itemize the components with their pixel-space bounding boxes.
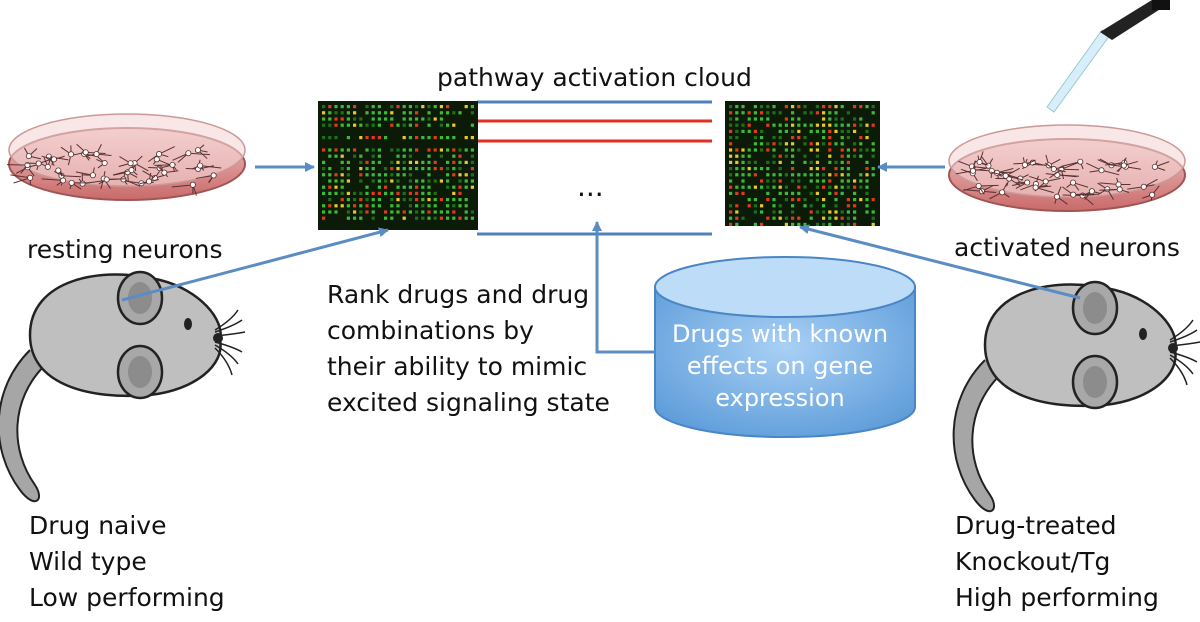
database-line: expression xyxy=(640,382,920,414)
left-mouse-line: Low performing xyxy=(29,580,225,616)
pipette-icon xyxy=(1047,0,1170,112)
database-line: effects on gene xyxy=(640,350,920,382)
right-dish-label: activated neurons xyxy=(954,231,1180,265)
mouse-left-icon xyxy=(0,272,245,501)
culture-dish-left xyxy=(7,114,245,200)
database-label: Drugs with known effects on gene express… xyxy=(640,318,920,414)
left-mouse-line: Drug naive xyxy=(29,508,225,544)
mouse-right-icon xyxy=(954,282,1200,511)
left-mouse-labels: Drug naive Wild type Low performing xyxy=(29,508,225,616)
diagram-title: pathway activation cloud xyxy=(437,61,752,95)
microarray-right xyxy=(725,101,880,226)
left-dish-label: resting neurons xyxy=(27,233,223,267)
center-text-line: Rank drugs and drug xyxy=(327,277,610,313)
microarray-left xyxy=(318,101,478,230)
center-description: Rank drugs and drug combinations by thei… xyxy=(327,277,610,421)
database-line: Drugs with known xyxy=(640,318,920,350)
center-text-line: their ability to mimic xyxy=(327,349,610,385)
right-mouse-line: Drug-treated xyxy=(955,508,1159,544)
center-text-line: combinations by xyxy=(327,313,610,349)
center-text-line: excited signaling state xyxy=(327,385,610,421)
ellipsis: ... xyxy=(577,170,604,204)
right-mouse-line: High performing xyxy=(955,580,1159,616)
culture-dish-right xyxy=(949,125,1185,211)
right-mouse-line: Knockout/Tg xyxy=(955,544,1159,580)
right-mouse-labels: Drug-treated Knockout/Tg High performing xyxy=(955,508,1159,616)
left-mouse-line: Wild type xyxy=(29,544,225,580)
